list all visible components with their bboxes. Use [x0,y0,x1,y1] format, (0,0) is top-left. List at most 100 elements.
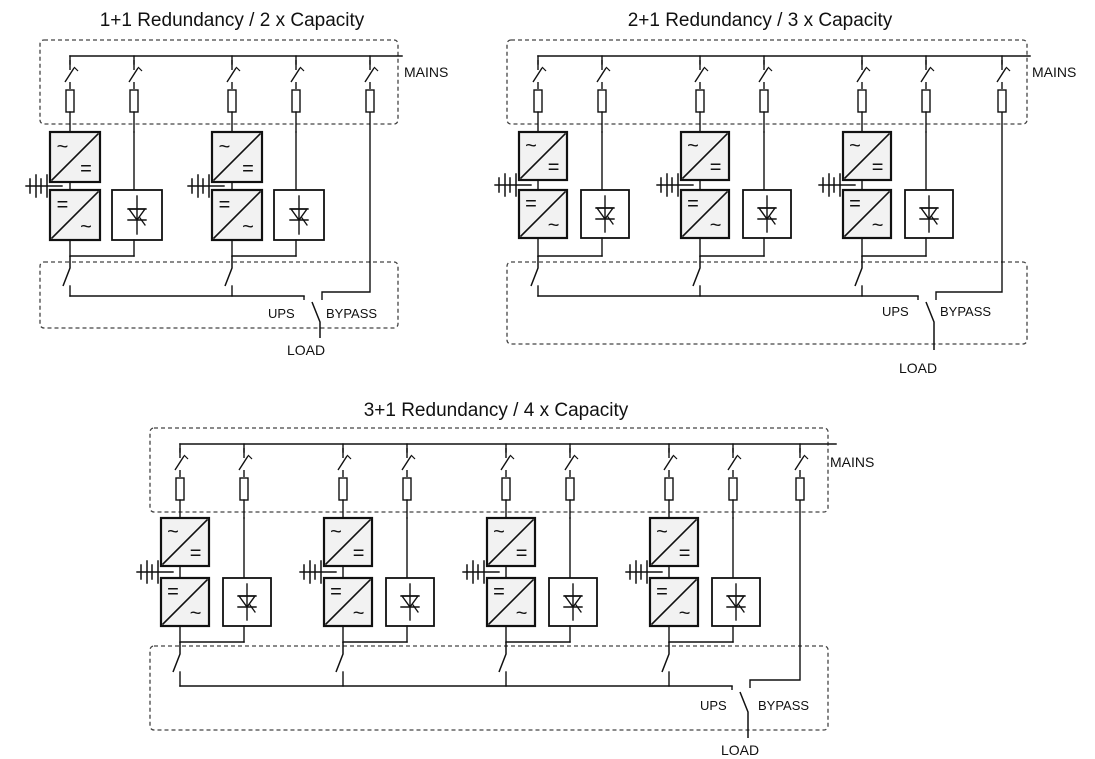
static-switch-icon [548,577,598,627]
ups-label: UPS [268,306,295,321]
breaker-blade [794,455,805,471]
fuse-icon [759,89,769,113]
mains-breaker-icon [500,448,515,477]
mains-frame [506,39,1028,125]
inverter-icon: =~ [48,188,102,242]
rectifier-icon: ~= [517,130,569,182]
ups-module-3: ~==~ [818,55,954,297]
fuse-icon [997,89,1007,113]
wire [519,190,567,238]
dc-symbol: = [525,193,537,215]
output-switch-icon [854,256,863,287]
wire [50,132,100,182]
dc-symbol: = [493,581,505,603]
bypass-line [935,112,1003,300]
ups-module-1: ~==~ [136,443,272,687]
fuse-icon [402,477,412,501]
breaker-blade [694,67,705,83]
mains-breaker-icon [290,60,305,89]
ac-symbol: ~ [80,216,92,238]
fuse-icon [795,477,805,501]
ac-symbol: ~ [687,135,699,157]
diagram-title: 2+1 Redundancy / 3 x Capacity [628,10,893,31]
ac-symbol: ~ [493,521,505,543]
bypass-line [321,112,371,300]
breaker-tip [183,454,189,460]
breaker-tip [410,454,416,460]
rectifier-icon: ~= [485,516,537,568]
breaker-blade [856,67,867,83]
wire [50,190,100,240]
dc-symbol: = [516,542,528,564]
mains-breaker-icon [996,60,1011,89]
ac-symbol: ~ [679,602,691,624]
breaker-tip [299,66,305,72]
mains-breaker-icon [226,60,241,89]
dc-symbol: = [353,542,365,564]
mains-breaker-icon [401,448,416,477]
breaker-tip [929,66,935,72]
wire [212,190,262,240]
wire [212,132,262,182]
rectifier-icon: ~= [322,516,374,568]
breaker-tip [573,454,579,460]
battery-icon [136,560,174,584]
output-switch-icon [498,642,507,673]
bypass-label: BYPASS [326,306,377,321]
fuse-icon [338,477,348,501]
system-bypass [321,55,379,300]
mains-breaker-icon [64,60,79,89]
dc-symbol: = [242,158,254,180]
dc-symbol: = [679,542,691,564]
rectifier-icon: ~= [210,130,264,184]
dc-symbol: = [849,193,861,215]
wire [412,604,419,613]
inverter-icon: =~ [210,188,264,242]
dc-symbol: = [219,194,231,216]
mains-breaker-icon [238,448,253,477]
battery-icon [462,560,500,584]
wire [161,518,209,566]
output-bus [537,295,935,350]
output-switch-icon [224,256,233,287]
mains-breaker-icon [596,60,611,89]
mains-breaker-icon [174,448,189,477]
static-switch-icon [742,189,792,239]
static-switch-icon [580,189,630,239]
ac-symbol: ~ [330,521,342,543]
breaker-tip [865,66,871,72]
dc-symbol: = [872,156,884,178]
breaker-blade [727,455,738,471]
static-switch-icon [273,189,325,241]
breaker-blade [337,455,348,471]
mains-breaker-icon [727,448,742,477]
breaker-tip [235,66,241,72]
ups-bypass-switch-icon [311,301,321,338]
dc-symbol: = [167,581,179,603]
breaker-tip [672,454,678,460]
dc-symbol: = [57,194,69,216]
inverter-icon: =~ [159,576,211,628]
output-frame [506,261,1028,345]
dc-symbol: = [710,156,722,178]
ups-module-2: ~==~ [299,443,435,687]
breaker-tip [1005,66,1011,72]
breaker-tip [703,66,709,72]
output-switch-icon [172,642,181,673]
ups-module-1: ~ ==~ [25,55,163,297]
mains-breaker-icon [128,60,143,89]
diagram-3: 3+1 Redundancy / 4 x CapacityMAINS~==~~=… [136,400,874,758]
battery-icon [656,173,694,197]
ups-module-3: ~==~ [462,443,598,687]
battery-icon [299,560,337,584]
output-switch-icon [62,256,71,287]
battery-icon [818,173,856,197]
mains-label: MAINS [830,454,874,470]
breaker-tip [247,454,253,460]
inverter-icon: =~ [322,576,374,628]
rectifier-icon: ~= [679,130,731,182]
wire [681,190,729,238]
mains-breaker-icon [532,60,547,89]
fuse-icon [365,89,375,113]
